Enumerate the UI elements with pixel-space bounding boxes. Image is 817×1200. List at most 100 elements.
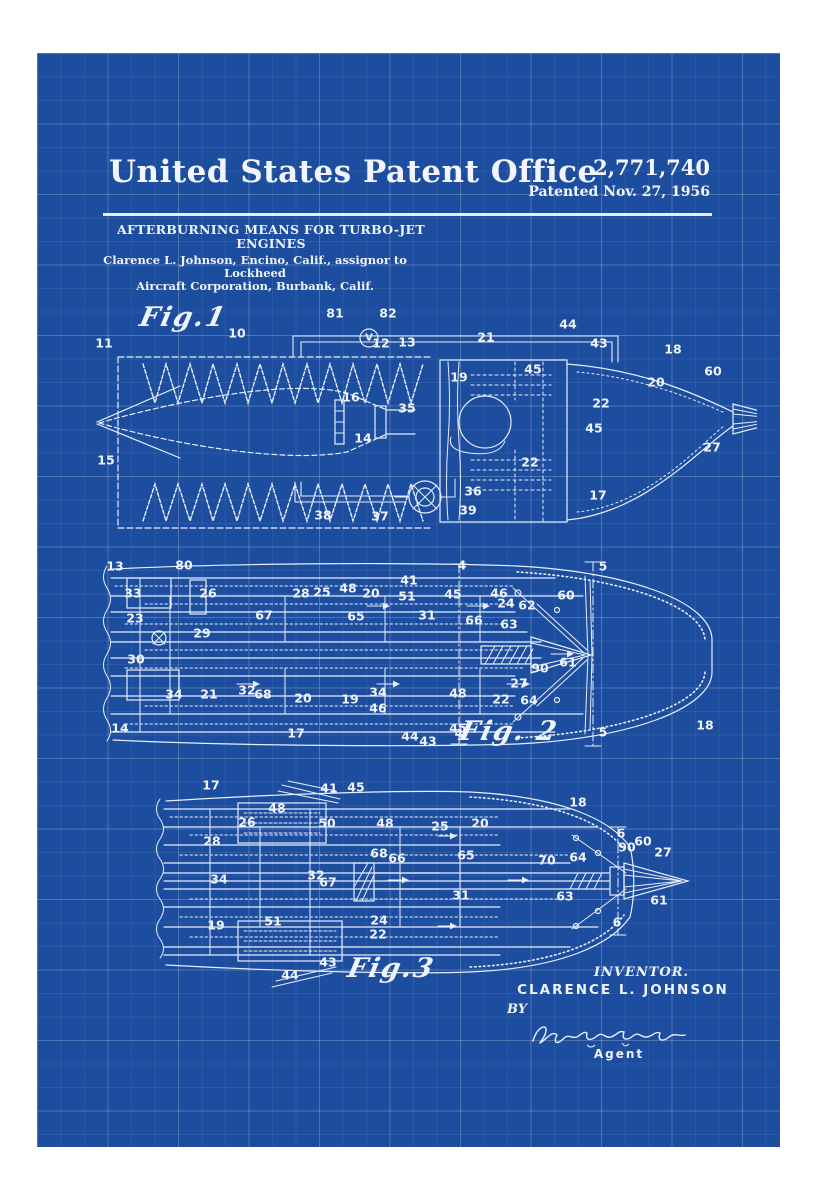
ref-numeral-19: 19 [341,691,359,707]
ref-numeral-65: 65 [347,608,365,624]
ref-numeral-64: 64 [569,849,587,865]
ref-numeral-45: 45 [585,420,603,436]
ref-numeral-18: 18 [696,717,714,733]
figure-1-caption: Fig.1 [136,302,230,333]
header-rule [103,213,712,216]
patent-office-title: United States Patent Office [109,154,598,190]
ref-numeral-35: 35 [398,400,416,416]
ref-numeral-90: 90 [618,839,636,855]
ref-numeral-17: 17 [287,725,305,741]
signature-block: INVENTOR. CLARENCE L. JOHNSON BY Agent [499,965,729,1061]
ref-numeral-21: 21 [477,329,495,345]
ref-numeral-22: 22 [521,454,539,470]
ref-numeral-28: 28 [292,585,310,601]
ref-numeral-18: 18 [664,341,682,357]
ref-numeral-29: 29 [193,625,211,641]
ref-numeral-20: 20 [471,815,489,831]
ref-numeral-5: 5 [598,724,608,740]
agent-signature [532,1026,686,1048]
ref-numeral-50: 50 [318,815,336,831]
ref-numeral-67: 67 [319,874,337,890]
ref-numeral-63: 63 [500,616,518,632]
ref-numeral-17: 17 [589,487,607,503]
ref-numeral-34: 34 [165,686,183,702]
ref-numeral-32: 32 [307,867,325,883]
ref-numeral-19: 19 [450,369,468,385]
ref-numeral-82: 82 [379,305,397,321]
ref-numeral-66: 66 [388,850,406,866]
patent-number: 2,771,740 [593,155,710,180]
ref-numeral-37: 37 [371,508,389,524]
ref-numeral-32: 32 [238,682,256,698]
blueprint-sheet: United States Patent Office 2,771,740 Pa… [37,53,780,1147]
invention-title-line2: ENGINES [236,236,306,251]
ref-numeral-80: 80 [175,557,193,573]
ref-numeral-65: 65 [457,847,475,863]
ref-numeral-45: 45 [347,779,365,795]
ref-numeral-27: 27 [510,675,528,691]
ref-numeral-44: 44 [281,967,299,983]
ref-numeral-39: 39 [459,502,477,518]
ref-numeral-68: 68 [254,686,272,702]
ref-numeral-11: 11 [95,335,113,351]
ref-numeral-14: 14 [111,720,129,736]
ref-numeral-66: 66 [465,612,483,628]
ref-numeral-48: 48 [376,815,394,831]
patented-date: Patented Nov. 27, 1956 [528,184,710,200]
by-label: BY [507,1002,528,1017]
ref-numeral-15: 15 [97,452,115,468]
ref-numeral-48: 48 [449,685,467,701]
ref-numeral-26: 26 [199,585,217,601]
ref-numeral-63: 63 [556,888,574,904]
ref-numeral-27: 27 [654,844,672,860]
ref-numeral-27: 27 [703,439,721,455]
ref-numeral-64: 64 [520,692,538,708]
ref-numeral-25: 25 [431,818,449,834]
ref-numeral-81: 81 [326,305,344,321]
ref-numeral-67: 67 [255,607,273,623]
ref-numeral-13: 13 [398,334,416,350]
ref-numeral-41: 41 [400,572,418,588]
ref-numeral-5: 5 [598,558,608,574]
ref-numeral-23: 23 [126,610,144,626]
ref-numeral-31: 31 [452,887,470,903]
ref-numeral-20: 20 [362,585,380,601]
ref-numeral-36: 36 [464,483,482,499]
inventor-name: CLARENCE L. JOHNSON [517,982,729,998]
agent-label: Agent [593,1047,645,1061]
ref-numeral-6: 6 [612,914,622,930]
ref-numeral-16: 16 [342,389,360,405]
figure-2-caption: Fig. 2 [456,716,562,747]
ref-numeral-46: 46 [369,700,387,716]
ref-numeral-45: 45 [524,361,542,377]
ref-numeral-24: 24 [497,595,515,611]
ref-numeral-22: 22 [592,395,610,411]
ref-numeral-20: 20 [647,374,665,390]
ref-numeral-V: V [365,332,373,344]
ref-numeral-12: 12 [372,335,390,351]
ref-numeral-24: 24 [370,912,388,928]
assignor-line1: Clarence L. Johnson, Encino, Calif., ass… [103,253,407,280]
figure-3-drawing [156,780,691,988]
ref-numeral-45: 45 [444,586,462,602]
ref-numeral-62: 62 [518,597,536,613]
ref-numeral-10: 10 [228,325,246,341]
ref-numeral-38: 38 [314,507,332,523]
ref-numeral-48: 48 [268,800,286,816]
ref-numeral-43: 43 [419,733,437,749]
ref-numeral-45: 45 [449,720,467,736]
assignor-line2: Aircraft Corporation, Burbank, Calif. [136,279,374,293]
ref-numeral-6: 6 [616,825,626,841]
ref-numeral-68: 68 [370,845,388,861]
ref-numeral-90: 90 [531,660,549,676]
figure-1-drawing [96,328,757,529]
ref-numeral-22: 22 [492,691,510,707]
ref-numeral-31: 31 [418,607,436,623]
ref-numeral-70: 70 [538,852,556,868]
ref-numeral-60: 60 [557,587,575,603]
ref-numeral-60: 60 [704,363,722,379]
ref-numeral-51: 51 [264,913,282,929]
